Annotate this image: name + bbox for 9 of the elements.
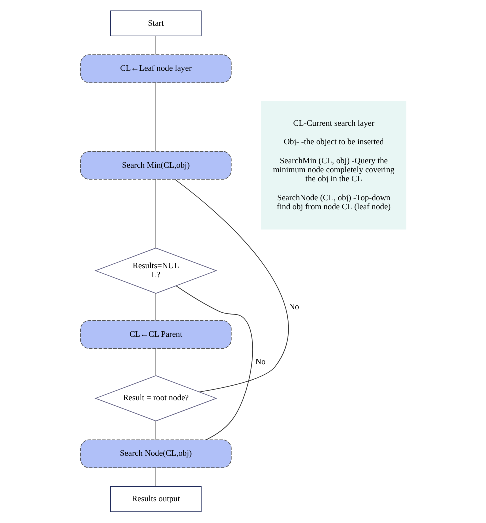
connector <box>174 179 289 393</box>
connector <box>155 179 156 249</box>
connector <box>155 348 156 376</box>
connector <box>175 286 253 440</box>
connector <box>155 468 156 487</box>
connector <box>155 420 156 440</box>
connector <box>155 36 156 56</box>
connector <box>155 293 156 322</box>
connector <box>155 82 156 152</box>
